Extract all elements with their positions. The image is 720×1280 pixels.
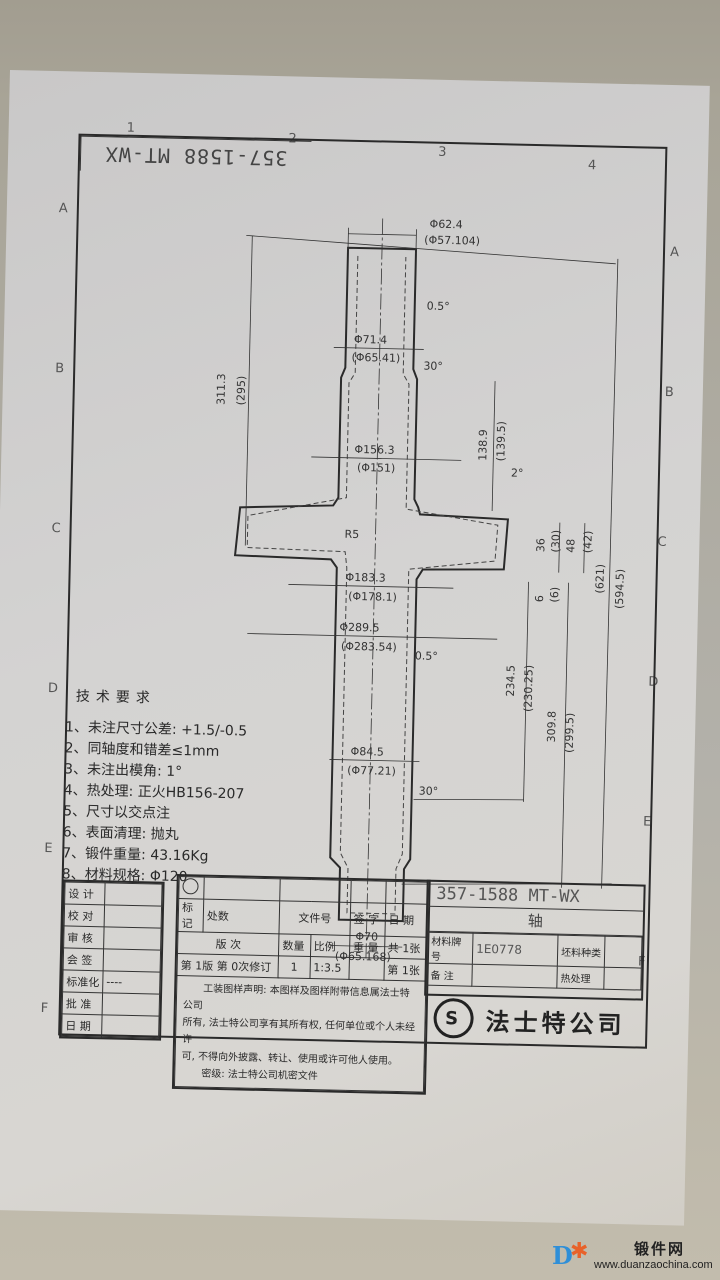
dim-angle-taper-top: 0.5°	[427, 300, 450, 314]
row-proofread: 校 对	[64, 903, 105, 927]
row-approve: 批 准	[62, 991, 103, 1015]
company-name: 法士特公司	[485, 1007, 626, 1039]
site-watermark: D ✱ 锻件网 www.duanzaochina.com	[550, 1238, 713, 1272]
dim-flange-thk-a-ref: (30)	[549, 530, 563, 553]
total-sheets: 共 1张	[384, 936, 427, 960]
machined-outline	[246, 255, 499, 915]
approval-block: 设 计 校 对 审 核 会 签 标准化---- 批 准 日 期	[59, 879, 165, 1041]
header-scale: 比例	[310, 934, 350, 958]
drawing-sheet: 1 2 3 4 A B C D E F A B C D E F 357-1588…	[0, 70, 710, 1226]
dim-angle-draft: 2°	[511, 466, 524, 479]
row-countersign: 会 签	[63, 947, 104, 971]
dim-flange-dia-ref: (Φ283.54)	[341, 640, 397, 654]
dim-lower-total-ref: (299.5)	[563, 713, 577, 753]
dim-lower-total: 309.8	[545, 711, 559, 743]
version-value: 第 1版 第 0次修订	[176, 953, 279, 978]
dim-step: 6	[533, 595, 546, 602]
tech-requirements-title: 技术要求	[75, 688, 156, 707]
technical-requirements: 技术要求 1、未注尺寸公差: +1.5/-0.5 2、同轴度和错差≤1mm 3、…	[62, 686, 249, 889]
material-value: 1E0778	[472, 933, 559, 967]
heat-treatment-label: 热处理	[556, 966, 605, 990]
dim-neck-len: 138.9	[476, 429, 490, 461]
dim-angle-chamfer-top: 30°	[423, 359, 443, 372]
dimension-lines	[244, 227, 619, 948]
scale-value: 1:3.5	[309, 956, 350, 980]
company-brand: S 法士特公司	[433, 997, 626, 1042]
part-outline	[233, 246, 510, 923]
header-date: 日 期	[384, 903, 428, 938]
dim-upper-len-ref: (295)	[234, 376, 248, 406]
dim-overall: (621)	[593, 564, 607, 594]
shaft-forging-drawing: Φ62.4 (Φ57.104) Φ71.4 (Φ65.41) 0.5° 30° …	[214, 218, 627, 964]
dim-radius: R5	[344, 528, 359, 541]
row-review: 审 核	[63, 925, 105, 949]
dim-upper-dia-ref: (Φ65.41)	[351, 351, 400, 365]
dim-flange-thk-a: 36	[534, 538, 547, 552]
company-logo-icon: S	[433, 997, 475, 1039]
dim-overall-ref: (594.5)	[613, 569, 627, 609]
dim-flange-thk-b: 48	[564, 539, 577, 553]
dim-flange-thk-b-ref: (42)	[581, 530, 595, 553]
row-design: 设 计	[64, 881, 106, 905]
dim-upper-len: 311.3	[214, 373, 228, 405]
dim-lower-len: 234.5	[504, 665, 518, 697]
material-type-label: 坯料种类	[557, 935, 606, 968]
header-version: 版 次	[177, 931, 280, 956]
dim-lower-len-ref: (230.25)	[522, 665, 536, 712]
dim-lower-dia-ref: (Φ77.21)	[347, 764, 396, 778]
declaration: 工装图样声明: 本图样及图样附带信息属法士特公司 所有, 法士特公司享有其所有权…	[174, 975, 426, 1093]
dim-hub-dia: Φ183.3	[345, 571, 385, 585]
header-quantity: 数量	[278, 933, 311, 957]
quantity-value: 1	[278, 955, 311, 979]
header-file-no: 文件号	[279, 900, 351, 936]
dim-neck-len-ref: (139.5)	[494, 421, 508, 461]
dim-bottom-dia: Φ70	[355, 930, 378, 944]
centerline	[365, 218, 384, 959]
part-info-block: 357-1588 MT-WX 轴 材料牌号 1E0778 坯料种类 备 注 热处…	[424, 879, 646, 1001]
site-name: 锻件网	[634, 1240, 686, 1258]
standardization-value: ----	[102, 970, 161, 995]
dim-angle-taper-bottom: 0.5°	[415, 649, 438, 663]
material-label: 材料牌号	[427, 932, 474, 965]
dim-neck-dia: Φ156.3	[354, 443, 394, 457]
row-date: 日 期	[61, 1013, 103, 1037]
header-weight: 重 量	[349, 935, 385, 959]
declaration-line: 所有, 法士特公司享有其所有权, 任何单位或个人未经许	[181, 1017, 416, 1046]
dim-step-ref: (6)	[548, 587, 561, 603]
revision-block: 标记 处数 文件号 签 字 日 期 版 次 数量 比例 重 量 共 1张 第 1…	[171, 873, 431, 1095]
header-count: 处数	[202, 899, 280, 934]
site-url: www.duanzaochina.com	[594, 1259, 713, 1271]
header-mark: 标记	[177, 898, 204, 933]
dim-neck-dia-ref: (Φ151)	[357, 461, 396, 475]
circle-mark-icon	[182, 878, 199, 895]
dim-lower-dia: Φ84.5	[350, 745, 383, 759]
row-standardization: 标准化	[62, 969, 104, 993]
duanzaochina-logo-icon: D ✱	[552, 1238, 589, 1270]
declaration-line: 工装图样声明: 本图样及图样附带信息属法士特公司	[182, 983, 410, 1012]
remarks-label: 备 注	[426, 963, 473, 987]
dim-angle-chamfer-bottom: 30°	[419, 784, 439, 797]
dim-hub-dia-ref: (Φ178.1)	[348, 590, 397, 604]
dim-top-dia-ref: (Φ57.104)	[424, 233, 480, 247]
dim-flange-dia: Φ289.5	[339, 621, 379, 635]
dimension-labels: Φ62.4 (Φ57.104) Φ71.4 (Φ65.41) 0.5° 30° …	[214, 218, 627, 964]
header-signature: 签 字	[349, 902, 386, 937]
sheet-no: 第 1张	[383, 958, 427, 982]
dim-bottom-dia-ref: (Φ65.168)	[335, 950, 391, 964]
dim-top-dia: Φ62.4	[429, 218, 462, 232]
dim-upper-dia: Φ71.4	[354, 333, 387, 347]
